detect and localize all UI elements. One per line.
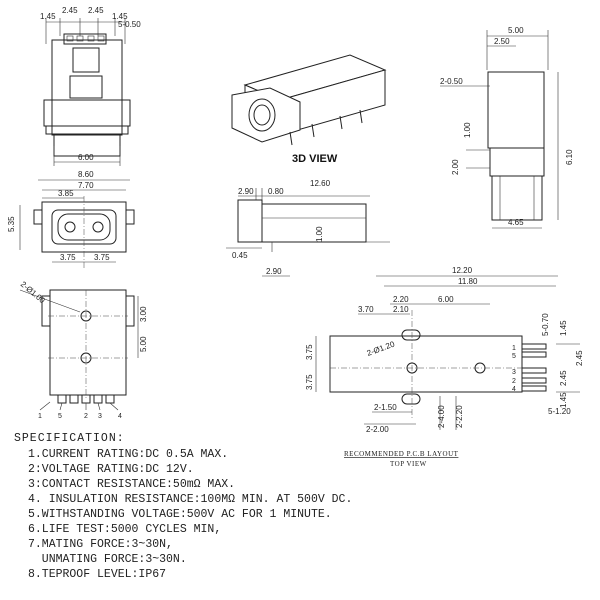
pcb-dim-13: 2-2.20: [455, 405, 464, 428]
bottom-dim-1: 2-Ø1.00: [19, 280, 47, 306]
top-dim-3: 3.85: [58, 189, 74, 198]
spec-line-6: 6.LIFE TEST:5000 CYCLES MIN,: [28, 523, 222, 536]
pcb-pin-4: 4: [512, 386, 516, 393]
iso-view: 3D VIEW: [231, 54, 387, 165]
pcb-pin-5: 5: [512, 353, 516, 360]
spec-line-1: 1.CURRENT RATING:DC 0.5A MAX.: [28, 448, 229, 461]
bottom-pin-4: 4: [118, 413, 122, 420]
right-dim-3: 2-0.50: [440, 77, 463, 86]
top-dim-6: 3.75: [94, 253, 110, 262]
top-dim-5: 3.75: [60, 253, 76, 262]
pcb-caption: RECOMMENDED P.C.B LAYOUT: [344, 450, 459, 458]
pcb-dim-7: 2-Ø1.20: [366, 339, 397, 358]
top-dim-4: 5.35: [7, 216, 16, 232]
bottom-pin-5: 5: [58, 413, 62, 420]
side-view-small: 2.90 0.80 12.60 1.00 0.45 2.90: [226, 179, 390, 277]
right-dim-4: 1.00: [463, 122, 472, 138]
pcb-dim-16: 2.45: [575, 350, 584, 366]
pcb-dim-11: 2-2.00: [366, 425, 389, 434]
spec-line-4: 4. INSULATION RESISTANCE:100MΩ MIN. AT 5…: [28, 493, 353, 506]
front-dim-6: 6.00: [78, 153, 94, 162]
top-dim-2: 7.70: [78, 181, 94, 190]
right-dim-1: 5.00: [508, 26, 524, 35]
specification-block: SPECIFICATION: 1.CURRENT RATING:DC 0.5A …: [14, 432, 434, 582]
front-view: 1.45 2.45 2.45 1.45 5-0.50 6.00: [40, 6, 141, 166]
right-dim-6: 6.10: [565, 149, 574, 165]
side-dim-1: 2.90: [238, 187, 254, 196]
iso-view-title: 3D VIEW: [292, 153, 338, 165]
front-dim-2: 2.45: [62, 6, 78, 15]
front-dim-3: 2.45: [88, 6, 104, 15]
pcb-dim-4: 2.20: [393, 295, 409, 304]
bottom-view: 2-Ø1.00 3.00 5.00 1 5 2 3 4: [19, 280, 148, 420]
spec-title: SPECIFICATION:: [14, 432, 125, 445]
bottom-pin-1: 1: [38, 413, 42, 420]
pcb-dim-14: 5-0.70: [541, 313, 550, 336]
pcb-dim-9: 3.75: [305, 374, 314, 390]
spec-line-5: 5.WITHSTANDING VOLTAGE:500V AC FOR 1 MIN…: [28, 508, 332, 521]
pcb-dim-5: 2.10: [393, 305, 409, 314]
side-dim-3: 12.60: [310, 179, 331, 188]
bottom-dim-3: 5.00: [139, 336, 148, 352]
spec-line-8: UNMATING FORCE:3~30N.: [28, 553, 187, 566]
front-dim-5: 5-0.50: [118, 20, 141, 29]
pcb-dim-15: 1.45: [559, 320, 568, 336]
spec-line-7: 7.MATING FORCE:3~30N,: [28, 538, 173, 551]
pcb-dim-10: 2-1.50: [374, 403, 397, 412]
front-dim-1: 1.45: [40, 12, 56, 21]
bottom-pin-3: 3: [98, 413, 102, 420]
pcb-dim-12: 2-4.00: [437, 405, 446, 428]
pcb-dim-18: 5-1.20: [548, 407, 571, 416]
pcb-pin-3: 3: [512, 369, 516, 376]
pcb-dim-17: 2.45: [559, 370, 568, 386]
pcb-dim-1: 12.20: [452, 266, 473, 275]
spec-line-3: 3:CONTACT RESISTANCE:50mΩ MAX.: [28, 478, 236, 491]
side-dim-5: 0.45: [232, 251, 248, 260]
right-dim-7: 4.65: [508, 218, 524, 227]
top-dim-1: 8.60: [78, 170, 94, 179]
pcb-dim-19: 1.45: [559, 392, 568, 408]
pcb-dim-3: 3.70: [358, 305, 374, 314]
side-dim-4: 1.00: [315, 226, 324, 242]
side-dim-2: 0.80: [268, 187, 284, 196]
pcb-dim-2: 11.80: [458, 277, 478, 286]
right-dim-2: 2.50: [494, 37, 510, 46]
pcb-dim-8: 3.75: [305, 344, 314, 360]
right-view: 5.00 2.50 2-0.50 1.00 2.00 6.10 4.65: [440, 26, 574, 229]
side-dim-6: 2.90: [266, 267, 282, 276]
spec-line-2: 2:VOLTAGE RATING:DC 12V.: [28, 463, 194, 476]
pcb-dim-6: 6.00: [438, 295, 454, 304]
bottom-dim-2: 3.00: [139, 306, 148, 322]
pcb-pin-2: 2: [512, 378, 516, 385]
bottom-pin-2: 2: [84, 413, 88, 420]
pcb-pin-1: 1: [512, 345, 516, 352]
spec-line-9: 8.TEPROOF LEVEL:IP67: [28, 568, 167, 581]
pcb-subcaption: TOP VIEW: [390, 460, 427, 468]
right-dim-5: 2.00: [451, 159, 460, 175]
top-view: 8.60 7.70 3.85 5.35 3.75 3.75: [7, 170, 135, 268]
front-dim-4: 1.45: [112, 12, 128, 21]
